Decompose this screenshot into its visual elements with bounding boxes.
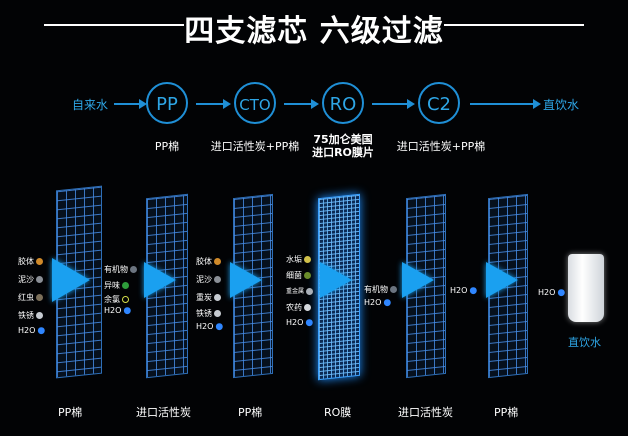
flow-big-arrow bbox=[402, 262, 434, 298]
contaminant-item: 水垢 bbox=[286, 254, 311, 265]
stage-cto-caption: 进口活性炭+PP棉 bbox=[210, 140, 300, 153]
stage-c2-circle: C2 bbox=[418, 82, 460, 124]
flow-big-arrow bbox=[52, 258, 90, 302]
contaminant-item: 铁锈 bbox=[18, 310, 43, 321]
water-drop-icon: ● bbox=[383, 298, 392, 308]
contaminant-item: 重炭 bbox=[196, 292, 221, 303]
stage-pp-circle: PP bbox=[146, 82, 188, 124]
flow-big-arrow bbox=[486, 262, 518, 298]
title-rule-left bbox=[44, 24, 184, 26]
flow-arrow-head bbox=[223, 99, 231, 109]
output-label: 直饮水 bbox=[568, 336, 601, 349]
flow-arrow-line bbox=[284, 103, 312, 105]
contaminant-item: 农药 bbox=[286, 302, 311, 313]
contaminant-item: 异味 bbox=[104, 280, 129, 291]
stage-ro-caption-line1: 75加仑美国 bbox=[313, 133, 373, 146]
sediment-icon bbox=[36, 258, 43, 265]
water-drop-icon: ● bbox=[557, 288, 566, 298]
layer3-label: PP棉 bbox=[238, 406, 263, 419]
stage-c2-caption: 进口活性炭+PP棉 bbox=[396, 140, 486, 153]
flow-big-arrow bbox=[144, 262, 176, 298]
sediment-icon bbox=[304, 272, 311, 279]
flow-big-arrow bbox=[320, 262, 352, 298]
sediment-icon bbox=[214, 310, 221, 317]
flow-arrow-head bbox=[139, 99, 147, 109]
output-item: H2O● bbox=[538, 288, 566, 298]
sediment-icon bbox=[36, 276, 43, 283]
flow-arrow-line bbox=[470, 103, 534, 105]
page-title: 四支滤芯 六级过滤 bbox=[184, 14, 444, 49]
contaminant-item: H2O● bbox=[450, 286, 478, 296]
sediment-icon bbox=[36, 312, 43, 319]
layer2-label: 进口活性炭 bbox=[136, 406, 191, 419]
layer4-label: RO膜 bbox=[324, 406, 352, 419]
sediment-icon bbox=[122, 282, 129, 289]
sediment-icon bbox=[214, 276, 221, 283]
sediment-icon bbox=[36, 294, 43, 301]
contaminant-item: H2O● bbox=[18, 326, 46, 336]
contaminant-item: 胶体 bbox=[18, 256, 43, 267]
sediment-icon bbox=[214, 294, 221, 301]
contaminant-item: 泥沙 bbox=[18, 274, 43, 285]
flow-arrow-line bbox=[114, 103, 140, 105]
sediment-icon bbox=[306, 288, 314, 295]
title-rule-right bbox=[444, 24, 584, 26]
contaminant-item: H2O● bbox=[196, 322, 224, 332]
contaminant-item: 细菌 bbox=[286, 270, 311, 281]
water-drop-icon: ● bbox=[305, 318, 314, 328]
contaminant-item: 胶体 bbox=[196, 256, 221, 267]
flow-arrow-head bbox=[407, 99, 415, 109]
layer5-label: 进口活性炭 bbox=[398, 406, 453, 419]
contaminant-item: 余氯 bbox=[104, 294, 129, 305]
layer6-label: PP棉 bbox=[494, 406, 519, 419]
contaminant-item: 红虫 bbox=[18, 292, 43, 303]
flow-arrow-line bbox=[196, 103, 224, 105]
contaminant-item: 重金属 bbox=[286, 286, 314, 295]
contaminant-item: H2O● bbox=[286, 318, 314, 328]
sediment-icon bbox=[390, 286, 397, 293]
contaminant-item: 有机物 bbox=[104, 264, 137, 275]
stage-pp-caption: PP棉 bbox=[154, 140, 180, 153]
water-drop-icon: ● bbox=[215, 322, 224, 332]
flow-big-arrow bbox=[230, 262, 262, 298]
sediment-icon bbox=[214, 258, 221, 265]
sediment-icon bbox=[304, 304, 311, 311]
contaminant-item: H2O● bbox=[364, 298, 392, 308]
flow-arrow-head bbox=[311, 99, 319, 109]
flow-arrow-head bbox=[533, 99, 541, 109]
water-drop-icon: ● bbox=[123, 306, 132, 316]
flow-arrow-line bbox=[372, 103, 408, 105]
glass-icon bbox=[568, 254, 604, 322]
contaminant-item: 泥沙 bbox=[196, 274, 221, 285]
contaminant-item: 有机物 bbox=[364, 284, 397, 295]
water-drop-icon: ● bbox=[37, 326, 46, 336]
stage-ro-circle: RO bbox=[322, 82, 364, 124]
layer1-label: PP棉 bbox=[58, 406, 83, 419]
water-drop-icon: ● bbox=[469, 286, 478, 296]
flow-start-label: 自来水 bbox=[72, 98, 109, 112]
stage-ro-caption-line2: 进口RO膜片 bbox=[312, 146, 374, 159]
contaminant-item: H2O● bbox=[104, 306, 132, 316]
stage-cto-circle: CTO bbox=[234, 82, 276, 124]
flow-end-label: 直饮水 bbox=[543, 98, 580, 112]
contaminant-item: 铁锈 bbox=[196, 308, 221, 319]
sediment-icon bbox=[130, 266, 137, 273]
sediment-icon bbox=[122, 296, 129, 303]
sediment-icon bbox=[304, 256, 311, 263]
